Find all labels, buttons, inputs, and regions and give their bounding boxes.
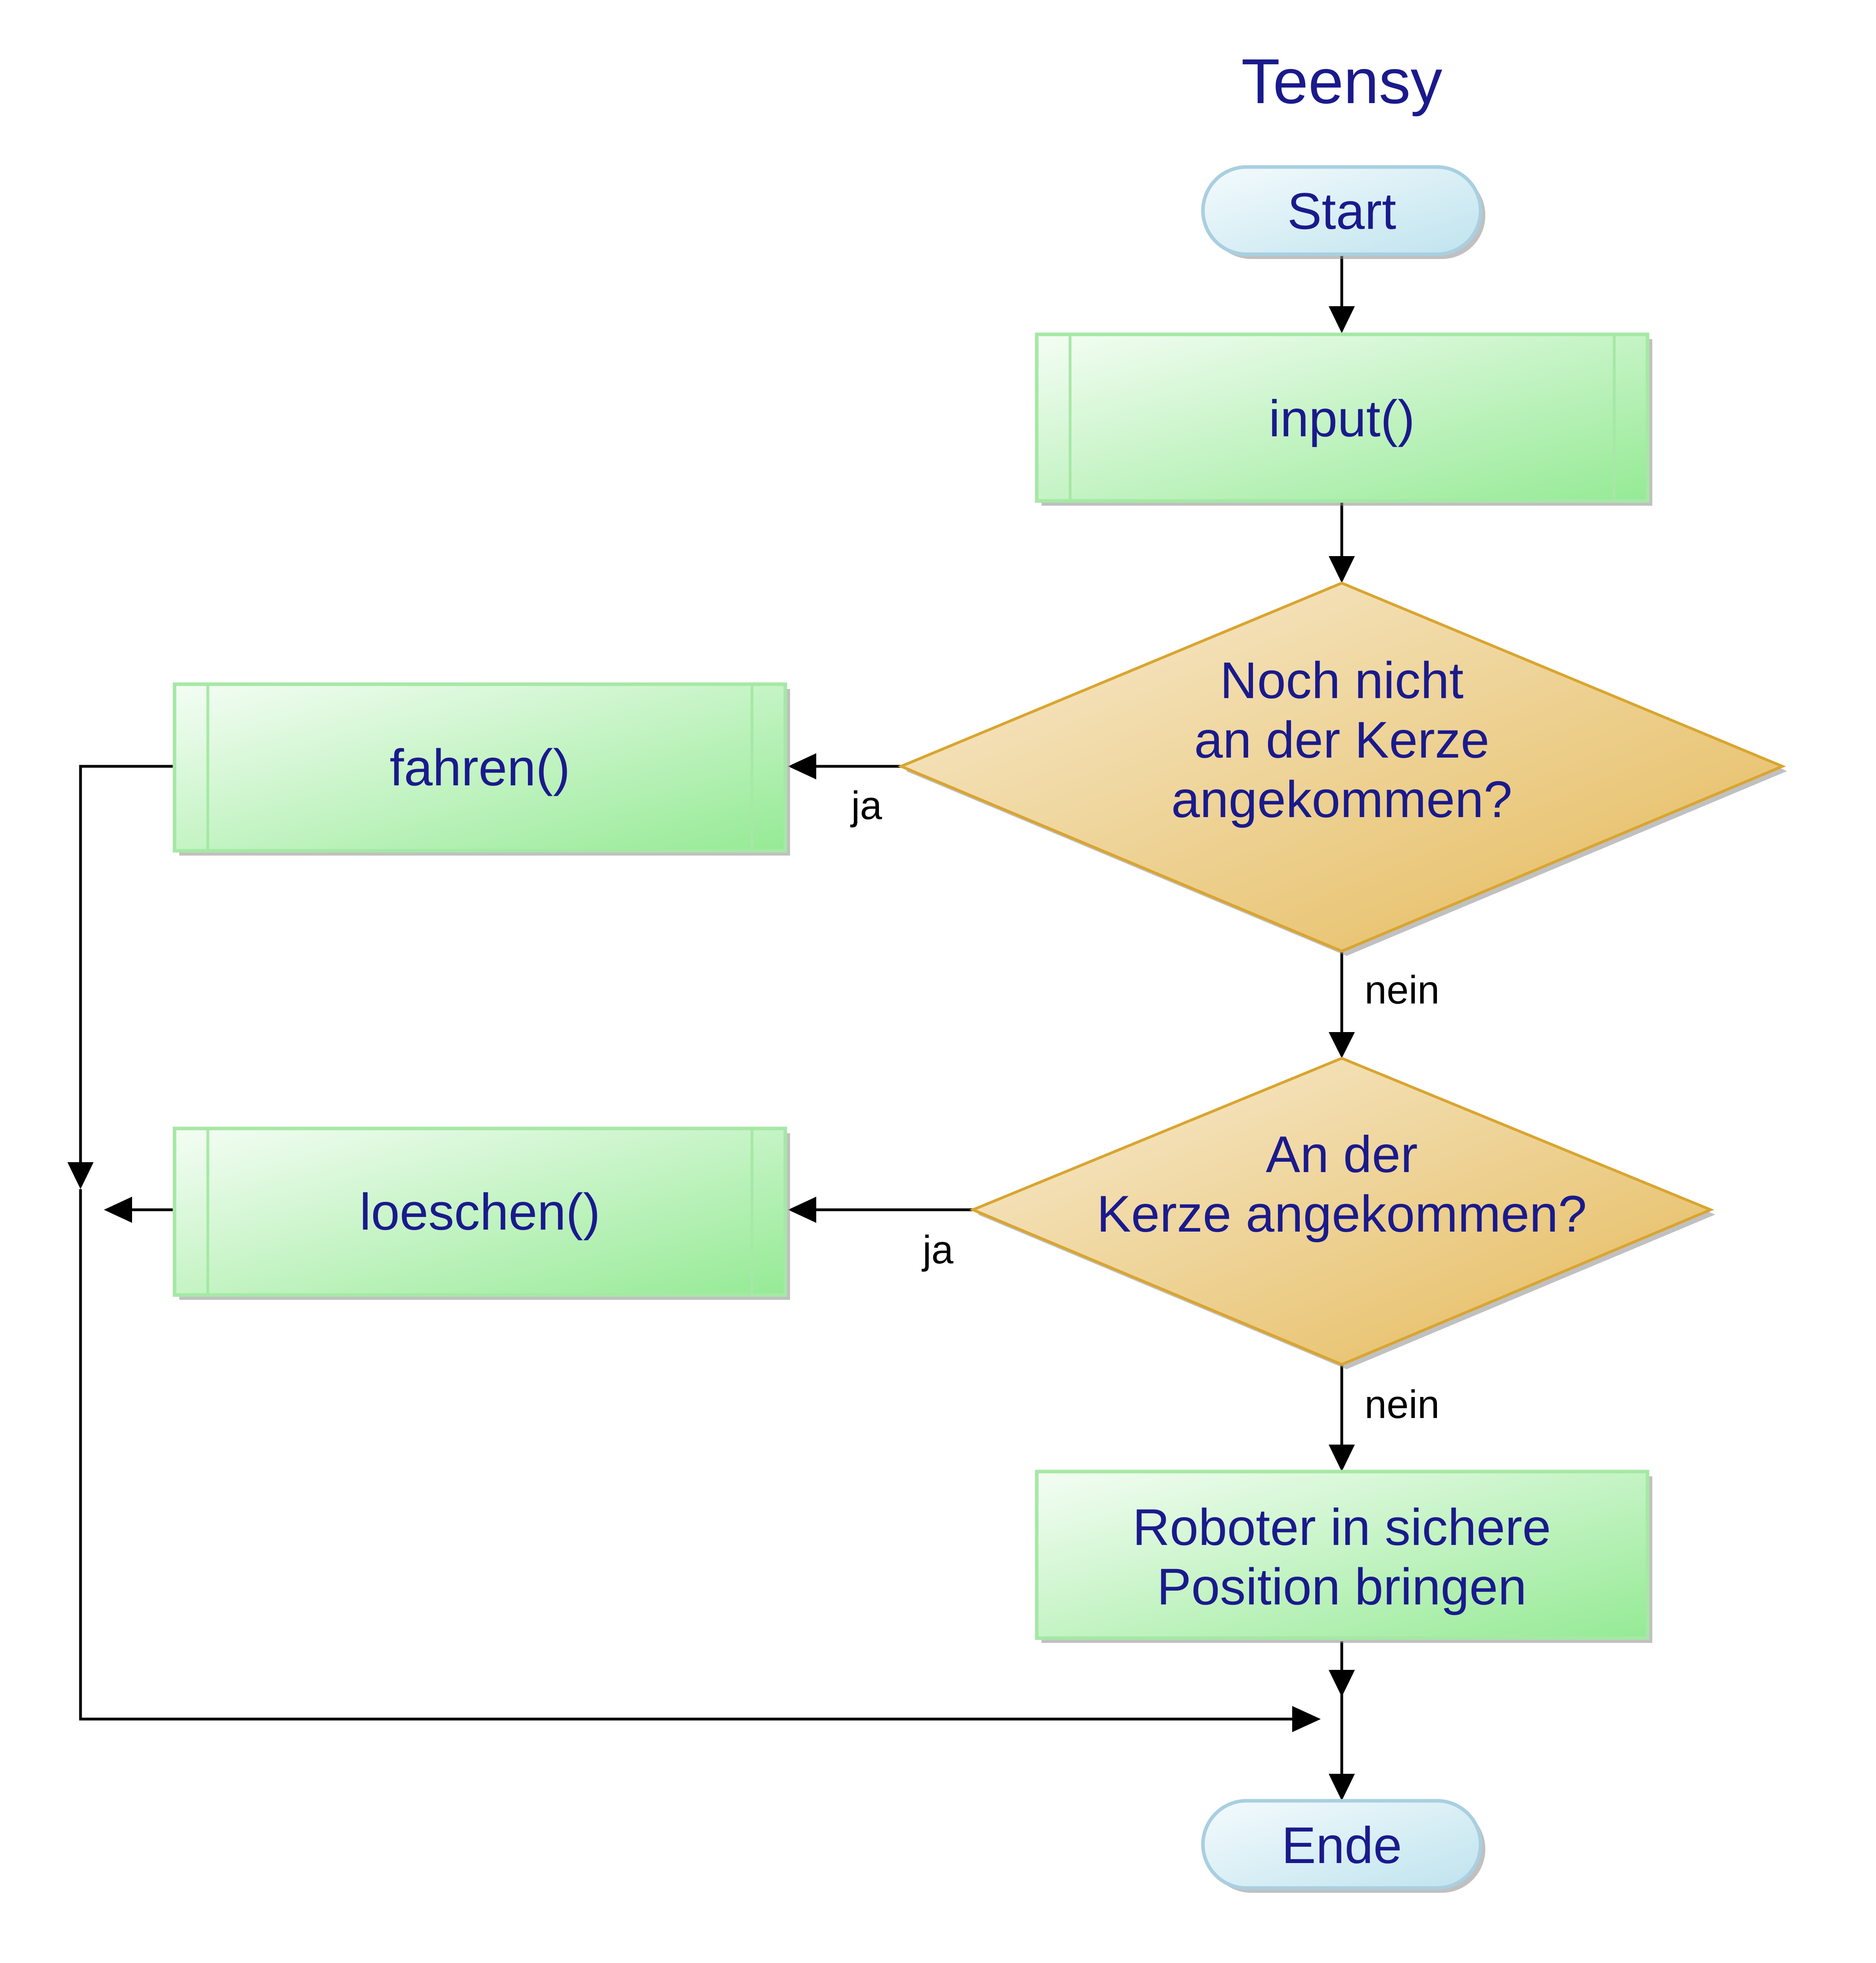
arrowhead-input <box>1329 306 1355 333</box>
fahren-process: fahren() <box>173 682 790 856</box>
safe-line1: Roboter in sichere <box>1133 1498 1551 1556</box>
loeschen-label: loeschen() <box>360 1183 600 1241</box>
arrowhead-loop-down <box>67 1162 94 1189</box>
end-label: Ende <box>1281 1816 1402 1874</box>
safe-line2: Position bringen <box>1157 1558 1527 1616</box>
start-label: Start <box>1287 182 1396 240</box>
label-d2-yes: ja <box>921 1228 953 1272</box>
connectors <box>67 255 1355 1801</box>
decision1-line2: an der Kerze <box>1194 711 1489 769</box>
end-terminal: Ende <box>1201 1799 1485 1893</box>
decision-at-candle: An der Kerze angekommen? <box>969 1057 1715 1369</box>
decision1-line3: angekommen? <box>1171 770 1512 828</box>
label-d2-no: nein <box>1364 1382 1439 1427</box>
label-d1-yes: ja <box>850 783 882 828</box>
arrowhead-safe-join <box>1329 1670 1355 1697</box>
diagram-title: Teensy <box>1241 46 1442 117</box>
arrowhead-loeschen <box>788 1197 816 1223</box>
decision1-line1: Noch nicht <box>1220 651 1464 709</box>
arrowhead-fahren <box>788 753 816 779</box>
arrowhead-loop-left <box>104 1197 132 1223</box>
label-d1-no: nein <box>1364 968 1439 1012</box>
safe-position-process: Roboter in sichere Position bringen <box>1035 1470 1652 1643</box>
loeschen-process: loeschen() <box>173 1126 790 1300</box>
start-terminal: Start <box>1201 165 1485 259</box>
edge-loop-return <box>79 1189 1293 1721</box>
decision2-line1: An der <box>1266 1125 1418 1183</box>
arrowhead-decision2 <box>1329 1032 1355 1058</box>
edge-fahren-loop <box>79 765 175 1164</box>
arrowhead-decision1 <box>1329 556 1355 583</box>
decision2-line2: Kerze angekommen? <box>1097 1185 1587 1243</box>
fahren-label: fahren() <box>389 739 570 796</box>
arrowhead-safe <box>1329 1445 1355 1472</box>
arrowhead-end <box>1329 1774 1355 1801</box>
arrowhead-loop-return <box>1292 1706 1321 1732</box>
input-process: input() <box>1035 332 1652 506</box>
decision-not-at-candle: Noch nicht an der Kerze angekommen? <box>897 581 1787 956</box>
input-label: input() <box>1269 390 1415 447</box>
